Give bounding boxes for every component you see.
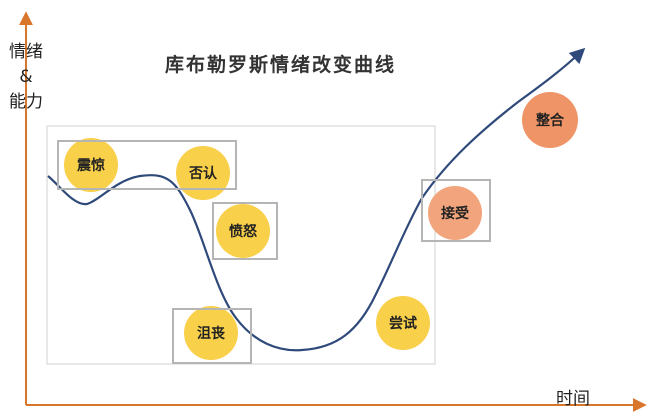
highlight-box-depression: [172, 308, 252, 364]
stage-node-anger: 愤怒: [216, 204, 270, 258]
y-axis-label-line1: 情绪: [9, 42, 43, 62]
emotion-curve: [47, 47, 586, 352]
stage-label-depression: 沮丧: [197, 326, 225, 342]
y-axis-label-line2: &: [19, 67, 33, 87]
y-axis-label: 情绪 & 能力: [6, 40, 46, 115]
highlight-box-shock-denial: [57, 140, 237, 190]
stage-node-depression: 沮丧: [184, 306, 238, 360]
stage-label-denial: 否认: [189, 166, 217, 182]
stage-label-anger: 愤怒: [229, 224, 257, 240]
stage-label-integration: 整合: [536, 113, 564, 129]
stage-label-acceptance: 接受: [441, 206, 469, 222]
chart-frame: [46, 125, 436, 365]
highlight-box-anger: [212, 202, 278, 260]
stage-node-acceptance: 接受: [428, 186, 482, 240]
highlight-box-acceptance: [421, 179, 491, 242]
x-axis-label: 时间: [556, 389, 590, 409]
stage-label-shock: 震惊: [77, 158, 105, 174]
y-axis-label-line3: 能力: [9, 92, 43, 112]
stage-node-denial: 否认: [176, 146, 230, 200]
diagram-title: 库布勒罗斯情绪改变曲线: [165, 54, 397, 76]
stage-node-integration: 整合: [522, 92, 578, 148]
stage-label-experiment: 尝试: [389, 316, 417, 332]
stage-node-shock: 震惊: [64, 138, 118, 192]
stage-node-experiment: 尝试: [376, 296, 430, 350]
